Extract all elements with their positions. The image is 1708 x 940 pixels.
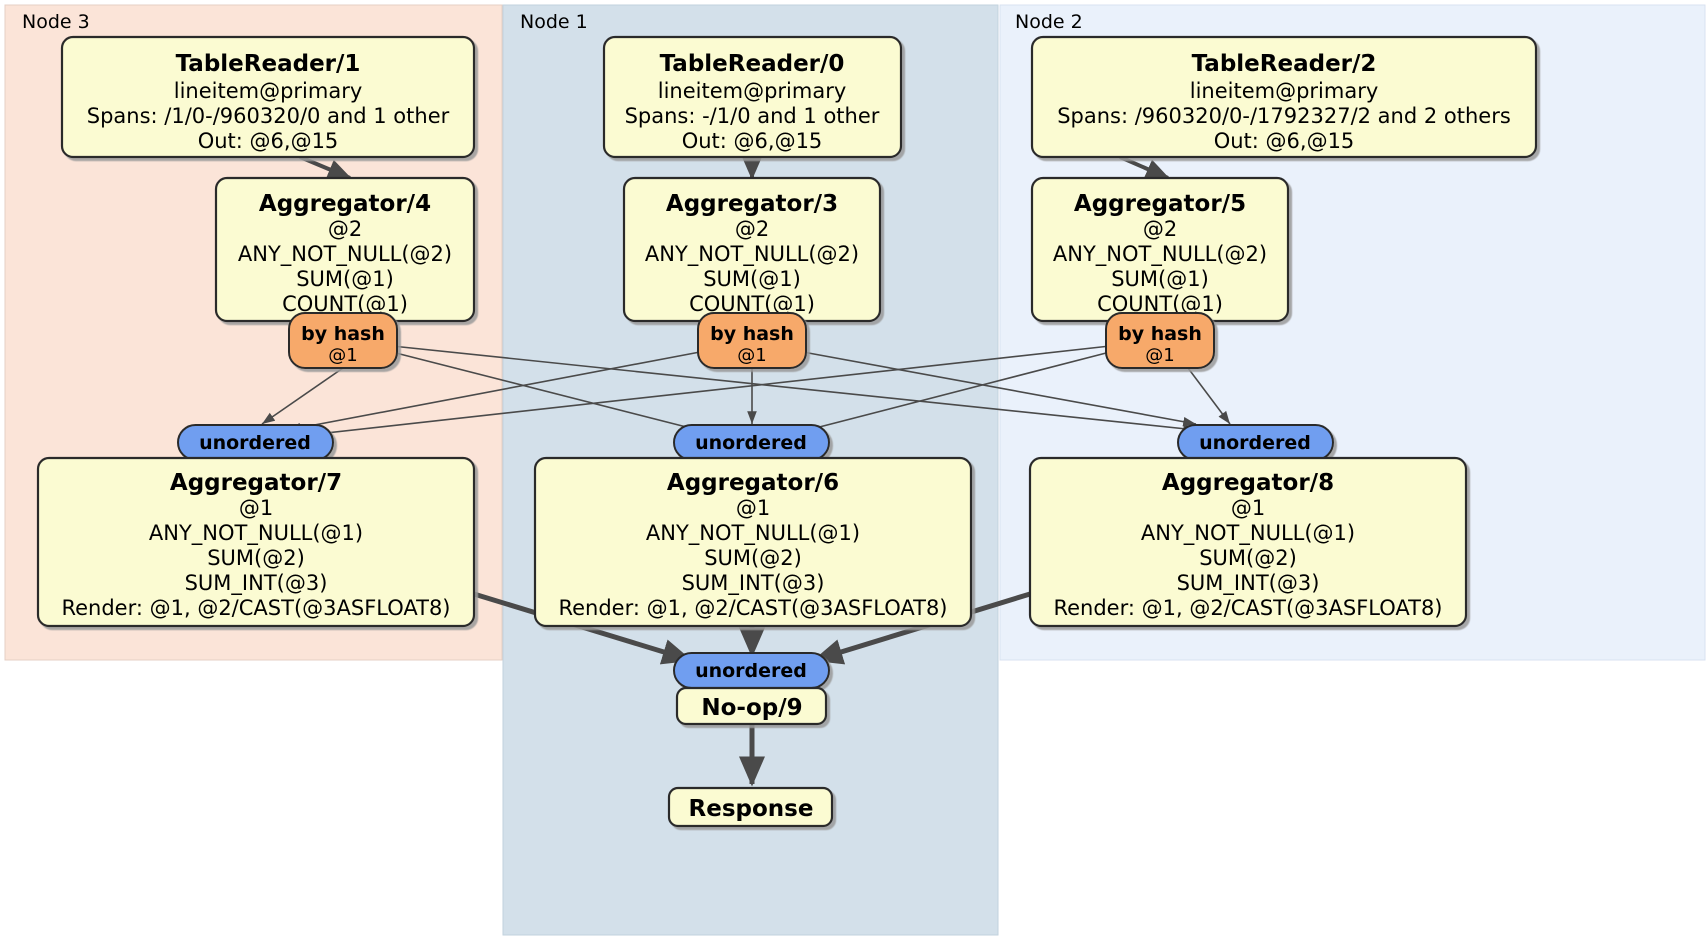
response-title: Response bbox=[689, 796, 814, 822]
edge-hashC-unoL bbox=[287, 351, 701, 433]
tablereader1-line-0: lineitem@primary bbox=[174, 79, 363, 103]
noop9-title: No-op/9 bbox=[701, 695, 802, 721]
node-response[interactable]: Response bbox=[667, 786, 834, 828]
aggregator5-line-1: ANY_NOT_NULL(@2) bbox=[1053, 242, 1267, 267]
edge-tr2-agg5 bbox=[1119, 155, 1170, 180]
aggregator7-line-3: SUM_INT(@3) bbox=[185, 571, 328, 596]
stream-unordered-final[interactable]: unordered bbox=[673, 652, 830, 689]
panel-node2-label: Node 2 bbox=[1015, 11, 1083, 33]
tablereader2-title: TableReader/2 bbox=[1192, 51, 1377, 77]
aggregator5-line-0: @2 bbox=[1143, 217, 1177, 241]
tablereader0-line-1: Spans: -/1/0 and 1 other bbox=[625, 104, 880, 128]
router-byhash-left-sub: @1 bbox=[328, 345, 357, 366]
tablereader2-line-2: Out: @6,@15 bbox=[1214, 129, 1355, 153]
aggregator6-title: Aggregator/6 bbox=[667, 470, 839, 496]
aggregator3-line-1: ANY_NOT_NULL(@2) bbox=[645, 242, 859, 267]
router-byhash-center[interactable]: by hash @1 bbox=[697, 312, 807, 369]
router-byhash-left-label: by hash bbox=[301, 323, 385, 345]
edge-hashL-unoR bbox=[391, 345, 1197, 434]
edge-hashC-unoR bbox=[802, 351, 1197, 427]
aggregator7-line-1: ANY_NOT_NULL(@1) bbox=[149, 521, 363, 546]
panel-node3-label: Node 3 bbox=[22, 11, 90, 33]
edges-reader-to-aggregator bbox=[299, 155, 1170, 180]
aggregator7-line-2: SUM(@2) bbox=[207, 546, 305, 570]
node-aggregator3[interactable]: Aggregator/3 @2 ANY_NOT_NULL(@2) SUM(@1)… bbox=[622, 176, 882, 323]
aggregator3-title: Aggregator/3 bbox=[666, 191, 838, 217]
aggregator6-line-4: Render: @1, @2/CAST(@3ASFLOAT8) bbox=[558, 596, 947, 620]
aggregator3-line-2: SUM(@1) bbox=[703, 267, 801, 291]
tablereader0-line-0: lineitem@primary bbox=[658, 79, 847, 103]
aggregator7-title: Aggregator/7 bbox=[170, 470, 342, 496]
aggregator4-line-1: ANY_NOT_NULL(@2) bbox=[238, 242, 452, 267]
node-noop9[interactable]: No-op/9 bbox=[675, 686, 828, 726]
node-aggregator4[interactable]: Aggregator/4 @2 ANY_NOT_NULL(@2) SUM(@1)… bbox=[214, 176, 476, 323]
node-aggregator7[interactable]: Aggregator/7 @1 ANY_NOT_NULL(@1) SUM(@2)… bbox=[36, 456, 476, 628]
edge-hashR-unoL bbox=[289, 345, 1111, 441]
router-byhash-right-sub: @1 bbox=[1145, 345, 1174, 366]
edges-hash-to-unordered bbox=[261, 345, 1231, 441]
aggregator6-line-0: @1 bbox=[736, 496, 770, 520]
router-byhash-center-sub: @1 bbox=[737, 345, 766, 366]
stream-unordered-center[interactable]: unordered bbox=[673, 424, 830, 461]
stream-unordered-left[interactable]: unordered bbox=[177, 424, 334, 461]
router-byhash-right-label: by hash bbox=[1118, 323, 1202, 345]
aggregator4-line-0: @2 bbox=[328, 217, 362, 241]
tablereader2-line-0: lineitem@primary bbox=[1190, 79, 1379, 103]
aggregator8-line-4: Render: @1, @2/CAST(@3ASFLOAT8) bbox=[1053, 596, 1442, 620]
aggregator8-line-0: @1 bbox=[1231, 496, 1265, 520]
edge-tr1-agg4 bbox=[299, 155, 352, 180]
edge-hashL-unoL bbox=[261, 367, 344, 425]
stream-unordered-final-label: unordered bbox=[695, 660, 807, 682]
router-byhash-center-label: by hash bbox=[710, 323, 794, 345]
aggregator5-title: Aggregator/5 bbox=[1074, 191, 1246, 217]
aggregator4-title: Aggregator/4 bbox=[259, 191, 431, 217]
stream-unordered-right[interactable]: unordered bbox=[1177, 424, 1334, 461]
aggregator6-line-2: SUM(@2) bbox=[704, 546, 802, 570]
aggregator8-title: Aggregator/8 bbox=[1162, 470, 1334, 496]
aggregator8-line-2: SUM(@2) bbox=[1199, 546, 1297, 570]
aggregator8-line-1: ANY_NOT_NULL(@1) bbox=[1141, 521, 1355, 546]
aggregator5-line-2: SUM(@1) bbox=[1111, 267, 1209, 291]
aggregator6-line-1: ANY_NOT_NULL(@1) bbox=[646, 521, 860, 546]
tablereader2-line-1: Spans: /960320/0-/1792327/2 and 2 others bbox=[1057, 104, 1511, 128]
tablereader1-title: TableReader/1 bbox=[176, 51, 361, 77]
stream-unordered-center-label: unordered bbox=[695, 432, 807, 454]
aggregator7-line-4: Render: @1, @2/CAST(@3ASFLOAT8) bbox=[61, 596, 450, 620]
aggregator4-line-2: SUM(@1) bbox=[296, 267, 394, 291]
tablereader1-line-1: Spans: /1/0-/960320/0 and 1 other bbox=[87, 104, 450, 128]
node-tablereader2[interactable]: TableReader/2 lineitem@primary Spans: /9… bbox=[1030, 35, 1538, 159]
aggregator7-line-0: @1 bbox=[239, 496, 273, 520]
stream-unordered-left-label: unordered bbox=[199, 432, 311, 454]
edge-hashL-unoC bbox=[391, 351, 707, 434]
stream-unordered-right-label: unordered bbox=[1199, 432, 1311, 454]
panel-node1-label: Node 1 bbox=[520, 11, 588, 33]
node-aggregator8[interactable]: Aggregator/8 @1 ANY_NOT_NULL(@1) SUM(@2)… bbox=[1028, 456, 1468, 628]
node-tablereader1[interactable]: TableReader/1 lineitem@primary Spans: /1… bbox=[60, 35, 476, 159]
tablereader1-line-2: Out: @6,@15 bbox=[198, 129, 339, 153]
aggregator3-line-0: @2 bbox=[735, 217, 769, 241]
router-byhash-left[interactable]: by hash @1 bbox=[288, 312, 398, 369]
tablereader0-title: TableReader/0 bbox=[660, 51, 845, 77]
node-aggregator6[interactable]: Aggregator/6 @1 ANY_NOT_NULL(@1) SUM(@2)… bbox=[533, 456, 973, 628]
aggregator6-line-3: SUM_INT(@3) bbox=[682, 571, 825, 596]
tablereader0-line-2: Out: @6,@15 bbox=[682, 129, 823, 153]
aggregator8-line-3: SUM_INT(@3) bbox=[1177, 571, 1320, 596]
edge-hashR-unoC bbox=[799, 351, 1111, 434]
router-byhash-right[interactable]: by hash @1 bbox=[1105, 312, 1215, 369]
node-tablereader0[interactable]: TableReader/0 lineitem@primary Spans: -/… bbox=[602, 35, 903, 159]
node-aggregator5[interactable]: Aggregator/5 @2 ANY_NOT_NULL(@2) SUM(@1)… bbox=[1030, 176, 1290, 323]
edge-hashR-unoR bbox=[1187, 367, 1231, 425]
